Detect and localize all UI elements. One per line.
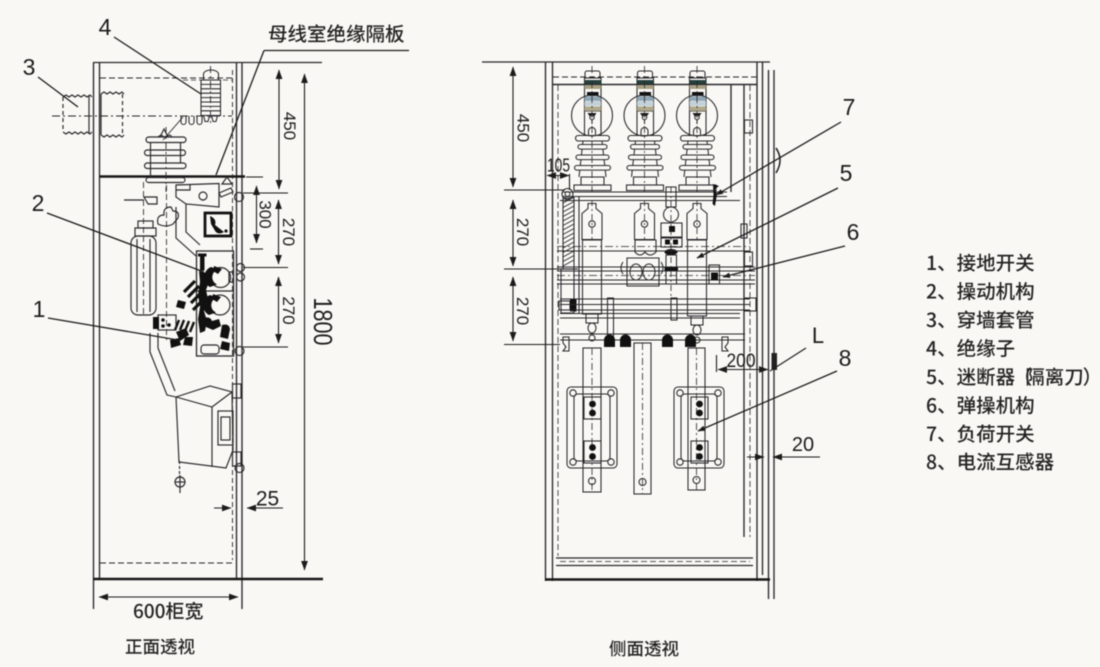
svg-text:4: 4 [99,14,112,40]
svg-text:1: 1 [33,296,46,322]
svg-text:450: 450 [514,114,533,142]
svg-text:450: 450 [280,112,299,140]
svg-text:270: 270 [513,297,532,325]
svg-text:20: 20 [792,434,814,456]
svg-text:7: 7 [843,94,856,120]
svg-text:1800: 1800 [308,298,338,346]
svg-text:270: 270 [279,218,298,246]
svg-text:25: 25 [256,488,279,511]
svg-text:L: L [812,323,824,348]
svg-text:105: 105 [547,156,570,176]
svg-text:300: 300 [256,200,275,228]
svg-text:6: 6 [847,219,860,245]
svg-text:270: 270 [279,296,298,324]
svg-text:270: 270 [513,218,532,246]
svg-text:5: 5 [840,160,853,186]
svg-text:8: 8 [839,345,852,371]
svg-text:2: 2 [32,190,45,216]
svg-text:3: 3 [23,54,36,80]
svg-text:200: 200 [727,351,756,372]
